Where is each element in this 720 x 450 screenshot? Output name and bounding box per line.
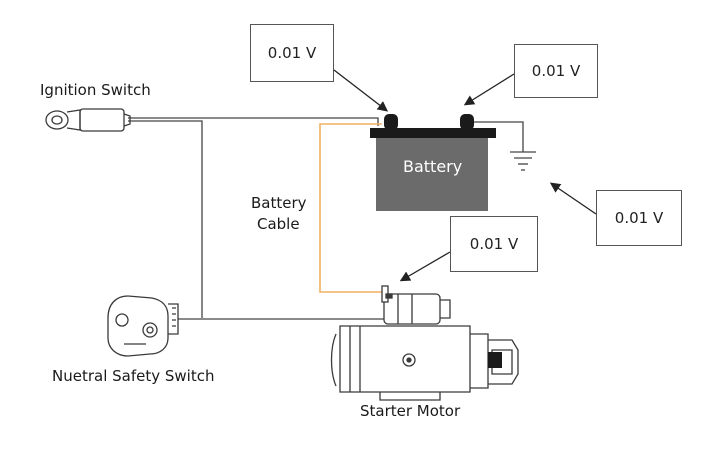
starter-bolt-hole [402, 353, 416, 367]
ignition-to-neutral-switch-wire [128, 120, 203, 318]
ignition-switch-label: Ignition Switch [40, 81, 151, 99]
battery-cable-label-line1: Battery [251, 194, 307, 212]
neutral-safety-switch-label: Nuetral Safety Switch [52, 367, 215, 385]
voltage-reading-ground: 0.01 V [596, 190, 682, 246]
battery-cable [319, 123, 384, 293]
battery-body [376, 138, 488, 211]
starter-motor-label: Starter Motor [360, 402, 461, 420]
arrow-to-ground [549, 182, 597, 215]
starter-motor [330, 285, 519, 401]
arrow-to-positive-terminal [463, 73, 515, 106]
battery [370, 114, 496, 211]
pinion-gear [488, 352, 502, 368]
battery-negative-post [384, 114, 398, 130]
ground-symbol [510, 151, 536, 171]
ground-lead [470, 121, 524, 152]
battery-label: Battery [403, 157, 463, 176]
arrow-to-starter-terminal [399, 251, 451, 282]
battery-positive-post [460, 114, 474, 130]
battery-lid [370, 128, 496, 138]
voltage-reading-positive-terminal: 0.01 V [514, 44, 598, 98]
voltage-reading-starter-terminal: 0.01 V [450, 216, 538, 272]
voltage-reading-negative-terminal: 0.01 V [250, 24, 334, 82]
arrow-to-negative-terminal [333, 69, 389, 112]
reading-arrows [333, 69, 597, 282]
neutral-safety-switch [107, 295, 179, 357]
battery-cable-label-line2: Cable [257, 215, 300, 233]
ignition-switch [45, 108, 131, 132]
